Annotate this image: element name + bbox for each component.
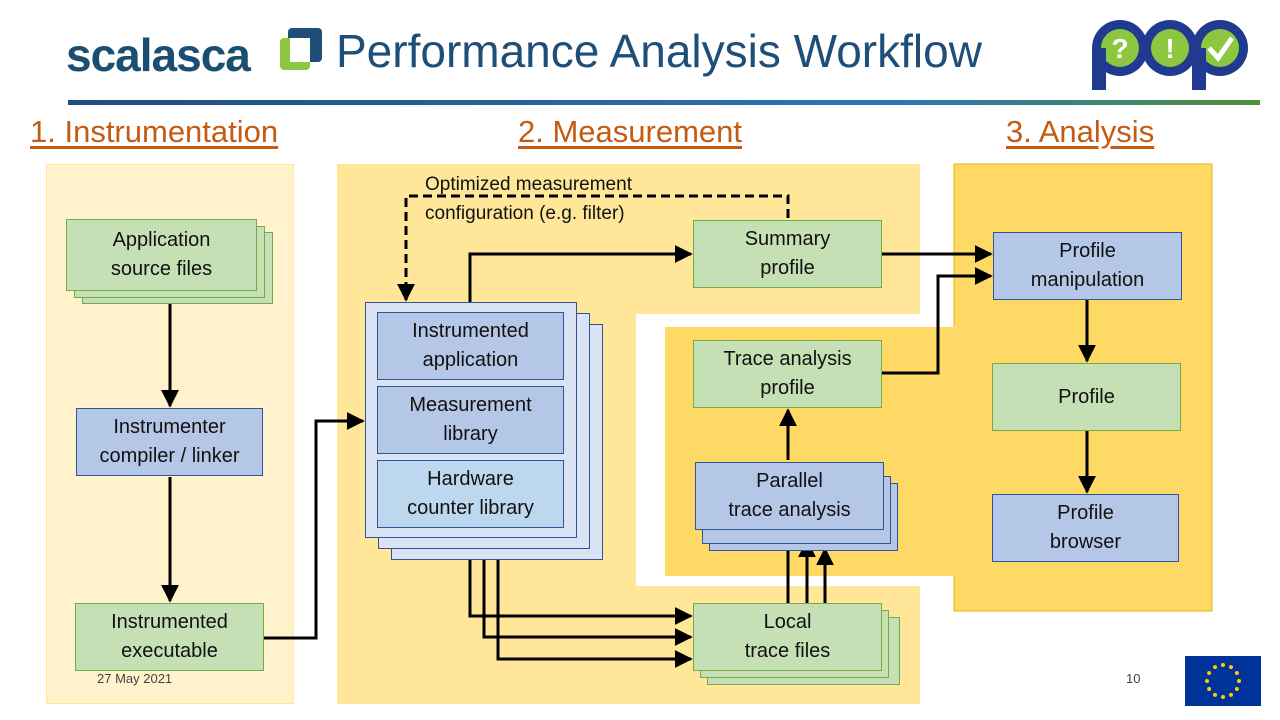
eu-star-icon xyxy=(1229,692,1233,697)
instrumented-application: Instrumented application xyxy=(377,312,564,380)
eu-star-icon xyxy=(1229,665,1233,670)
svg-text:!: ! xyxy=(1165,33,1174,64)
application-source-files: Application source files xyxy=(66,219,257,291)
eu-star-icon xyxy=(1207,671,1212,675)
eu-star-icon xyxy=(1213,692,1217,697)
scalasca-logo-icon xyxy=(280,28,322,70)
eu-star-icon xyxy=(1221,663,1225,667)
eu-star-icon xyxy=(1234,671,1239,675)
eu-star-icon xyxy=(1237,679,1241,683)
pop-logo-icon: ? ! xyxy=(1092,20,1248,90)
profile-manipulation: Profile manipulation xyxy=(993,232,1182,300)
phase-analysis: 3. Analysis xyxy=(1006,114,1155,149)
eu-flag-icon xyxy=(1185,656,1261,706)
parallel-trace-analysis: Parallel trace analysis xyxy=(695,462,884,530)
header-rule xyxy=(68,100,1260,105)
summary-profile: Summary profile xyxy=(693,220,882,288)
instrumented-executable: Instrumented executable xyxy=(75,603,264,671)
phase-measurement: 2. Measurement xyxy=(518,114,742,149)
eu-star-icon xyxy=(1234,687,1239,691)
eu-star-icon xyxy=(1213,665,1217,670)
eu-star-icon xyxy=(1205,679,1209,683)
phase-instrumentation: 1. Instrumentation xyxy=(30,114,279,149)
eu-star-icon xyxy=(1221,695,1225,699)
page-title: Performance Analysis Workflow xyxy=(336,25,982,77)
trace-analysis-profile: Trace analysis profile xyxy=(693,340,882,408)
profile-browser: Profile browser xyxy=(992,494,1179,562)
hardware-counter-library: Hardware counter library xyxy=(377,460,564,528)
page-number: 10 xyxy=(1126,671,1141,686)
instrumenter-compiler-linker: Instrumenter compiler / linker xyxy=(76,408,263,476)
footer-date: 27 May 2021 xyxy=(97,671,173,686)
svg-text:?: ? xyxy=(1111,33,1128,64)
measurement-library: Measurement library xyxy=(377,386,564,454)
feedback-annotation: Optimized measurement configuration (e.g… xyxy=(425,174,632,224)
scalasca-logo-text: scalasca xyxy=(66,29,251,81)
local-trace-files: Local trace files xyxy=(693,603,882,671)
profile: Profile xyxy=(992,363,1181,431)
eu-star-icon xyxy=(1207,687,1212,691)
